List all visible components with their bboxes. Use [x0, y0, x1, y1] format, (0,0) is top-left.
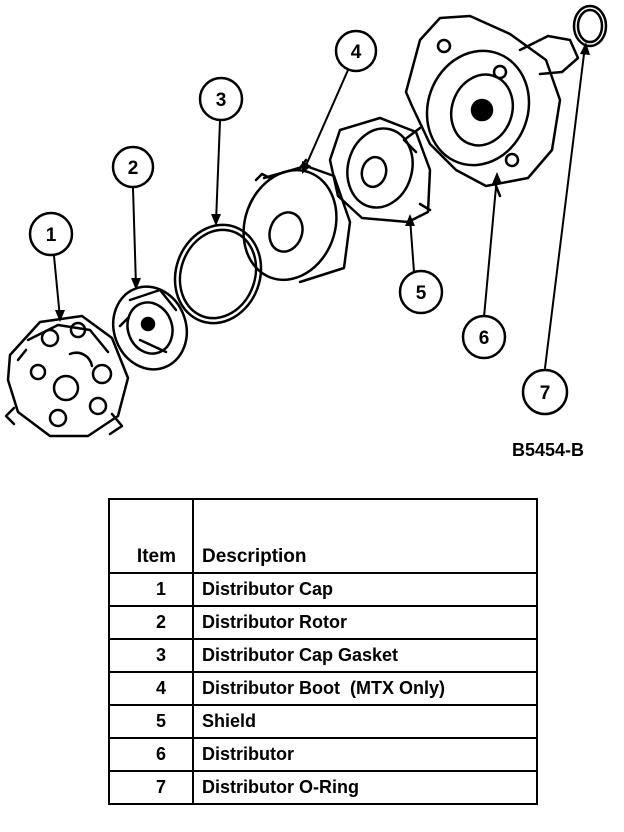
row-description: Shield: [192, 704, 538, 739]
callout-4-label: 4: [351, 42, 362, 63]
callout-5-label: 5: [416, 283, 427, 304]
callout-3-label: 3: [216, 90, 227, 111]
table-row: 4 Distributor Boot (MTX Only): [108, 671, 538, 706]
shield-drawing: [328, 116, 432, 224]
row-description: Distributor: [192, 737, 538, 772]
table-row: 5 Shield: [108, 704, 538, 739]
row-description: Distributor O-Ring: [192, 770, 538, 805]
header-item: Item: [108, 498, 194, 574]
row-item: 4: [108, 671, 194, 706]
callout-3: 3: [198, 76, 244, 122]
row-item: 7: [108, 770, 194, 805]
callout-4: 4: [334, 29, 378, 73]
distributor-cap-drawing: [4, 314, 130, 438]
exploded-parts-diagram: 1 2 3 4 5 6 7: [4, 4, 608, 438]
callout-1: 1: [28, 211, 74, 257]
leader-arrowheads: [55, 42, 590, 322]
leader-lines: [53, 45, 586, 369]
row-item: 5: [108, 704, 194, 739]
table-row: 1 Distributor Cap: [108, 572, 538, 607]
table-row: 7 Distributor O-Ring: [108, 770, 538, 805]
callout-7: 7: [521, 368, 569, 416]
header-description: Description: [192, 498, 538, 574]
row-description: Distributor Boot (MTX Only): [192, 671, 538, 706]
table-row: 2 Distributor Rotor: [108, 605, 538, 640]
callout-7-label: 7: [540, 383, 551, 404]
figure-id: B5454-B: [512, 440, 585, 460]
callout-6: 6: [461, 314, 507, 360]
row-item: 1: [108, 572, 194, 607]
table-row: 6 Distributor: [108, 737, 538, 772]
table-row: 3 Distributor Cap Gasket: [108, 638, 538, 673]
callout-2-label: 2: [128, 158, 139, 179]
parts-table: Item Description 1 Distributor Cap 2 Dis…: [108, 498, 538, 805]
table-header-row: Item Description: [108, 498, 538, 574]
row-item: 3: [108, 638, 194, 673]
distributor-rotor-drawing: [111, 285, 189, 371]
callout-6-label: 6: [479, 328, 490, 349]
callout-2: 2: [111, 145, 155, 189]
distributor-cap-gasket-drawing: [173, 223, 263, 325]
row-description: Distributor Rotor: [192, 605, 538, 640]
distributor-drawing: [402, 14, 580, 198]
distributor-o-ring-drawing: [572, 4, 608, 48]
callout-1-label: 1: [46, 225, 57, 246]
row-item: 6: [108, 737, 194, 772]
row-item: 2: [108, 605, 194, 640]
row-description: Distributor Cap: [192, 572, 538, 607]
row-description: Distributor Cap Gasket: [192, 638, 538, 673]
callout-5: 5: [398, 269, 444, 315]
